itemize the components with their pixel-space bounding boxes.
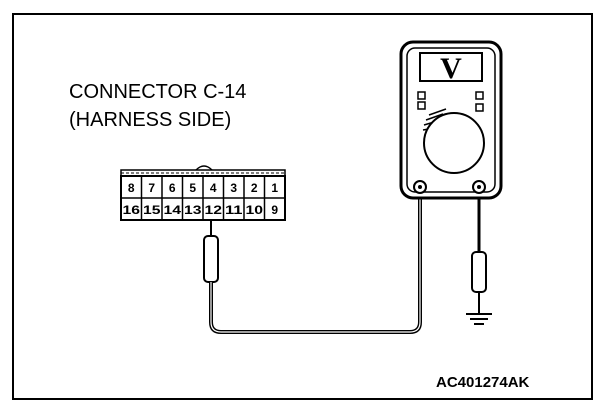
pin-7-label: 7 xyxy=(148,181,155,195)
ground-icon xyxy=(466,306,492,325)
pin-3-label: 3 xyxy=(230,181,237,195)
meter-switch-1 xyxy=(417,91,426,100)
meter-switch-3 xyxy=(475,91,484,100)
pin-4-label: 4 xyxy=(210,181,217,195)
pin-16-label: 16 xyxy=(123,203,141,217)
probe-icon xyxy=(203,235,219,283)
meter-com-jack-core xyxy=(418,185,422,189)
pin-9-label: 9 xyxy=(271,203,278,217)
connector-latch xyxy=(195,165,213,171)
pin-11-label: 11 xyxy=(225,203,243,217)
meter-switch-4 xyxy=(475,103,484,112)
meter-inner-bezel xyxy=(406,47,496,193)
pin-5-label: 5 xyxy=(189,181,196,195)
figure-code: AC401274AK xyxy=(436,374,530,391)
pin-6-label: 6 xyxy=(169,181,176,195)
diagram-frame xyxy=(12,13,593,400)
pin-14-label: 14 xyxy=(164,203,182,217)
voltmeter-icon: V xyxy=(399,40,503,200)
pin-10-label: 10 xyxy=(246,203,264,217)
negative-probe xyxy=(471,251,487,293)
pin-13-label: 13 xyxy=(184,203,202,217)
meter-selector-dial xyxy=(423,112,485,174)
lead-highlight xyxy=(210,187,421,333)
connector-title: CONNECTOR C-14 xyxy=(69,81,247,103)
pin-8-label: 8 xyxy=(128,181,135,195)
pin-1-label: 1 xyxy=(271,181,278,195)
connector-probe xyxy=(203,220,219,283)
pin-2-label: 2 xyxy=(251,181,258,195)
meter-switch-2 xyxy=(417,101,426,110)
pin-12-label: 12 xyxy=(205,203,223,217)
pin-15-label: 15 xyxy=(143,203,161,217)
meter-display xyxy=(419,52,483,82)
meter-display-text: V xyxy=(440,52,462,85)
meter-v-jack-core xyxy=(477,185,481,189)
connector-subtitle: (HARNESS SIDE) xyxy=(69,109,232,131)
